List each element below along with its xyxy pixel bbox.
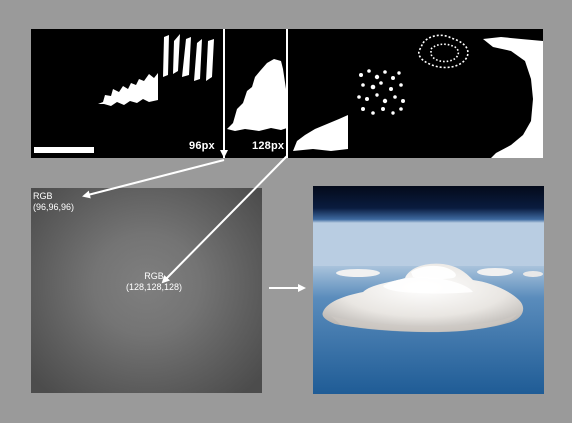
- corner-rgb-line1: RGB: [33, 191, 53, 201]
- mask-streaks: [163, 34, 214, 81]
- mask-divider-1: [223, 29, 225, 158]
- main-cloud: [322, 263, 524, 333]
- center-rgb-label: RGB (128,128,128): [126, 271, 182, 293]
- mask-ring-dots: [418, 34, 469, 69]
- distant-cloud-left: [336, 269, 380, 277]
- mask-shapes: [34, 29, 543, 158]
- sky: [313, 186, 544, 274]
- mask-jagged-blob: [98, 73, 158, 106]
- mask-strip: 96px 128px: [31, 29, 543, 158]
- mask-wedge: [293, 115, 348, 151]
- mask-large-shape: [483, 37, 543, 158]
- mask-mountain: [227, 59, 287, 131]
- corner-rgb-label: RGB (96,96,96): [33, 191, 74, 213]
- center-rgb-line2: (128,128,128): [126, 282, 183, 292]
- mask-divider-2: [286, 29, 288, 158]
- cloud-render: [313, 186, 544, 394]
- cloud-render-image: [313, 186, 544, 394]
- mask-bar: [34, 147, 94, 153]
- center-rgb-line1: RGB: [144, 271, 164, 281]
- corner-rgb-line2: (96,96,96): [33, 202, 75, 212]
- label-96px: 96px: [189, 140, 215, 152]
- gradient-square: RGB (96,96,96) RGB (128,128,128): [31, 188, 262, 393]
- distant-cloud-far-right: [523, 271, 543, 277]
- distant-cloud-right: [477, 268, 513, 276]
- label-128px: 128px: [252, 140, 285, 152]
- mask-dots: [357, 69, 405, 115]
